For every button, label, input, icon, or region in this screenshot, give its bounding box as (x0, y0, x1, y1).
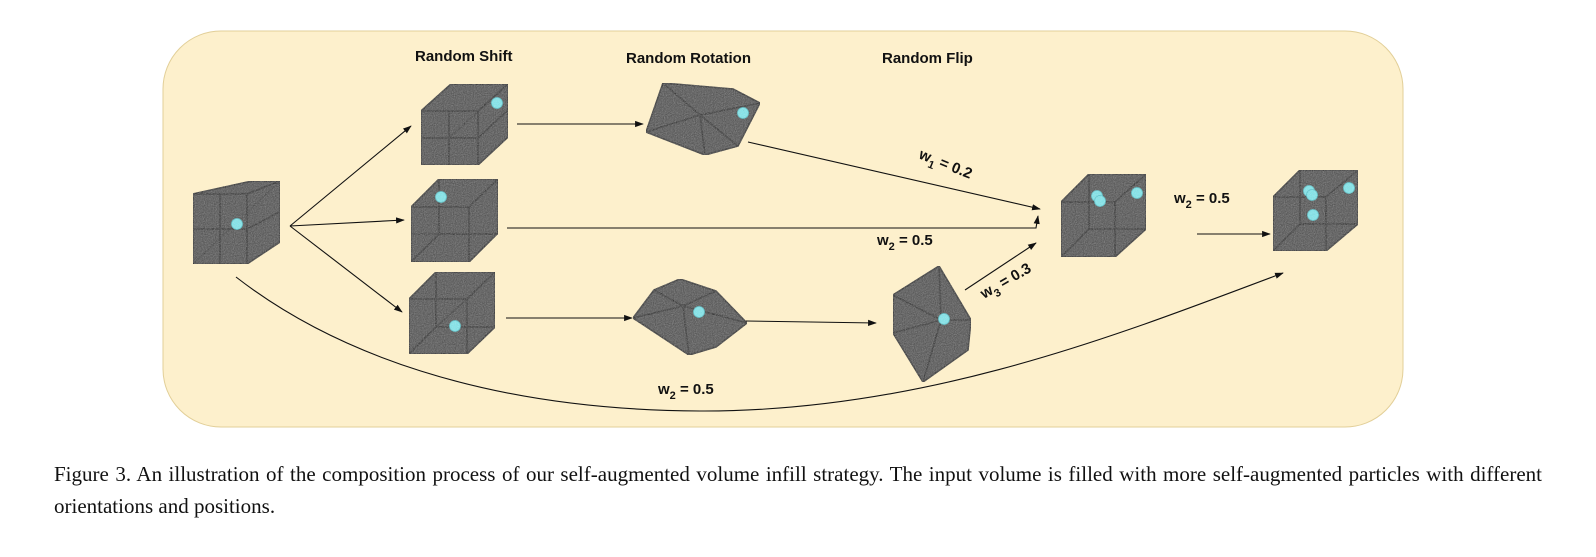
header-random-rotation: Random Rotation (626, 50, 751, 67)
input-cube (192, 180, 281, 265)
arrow-input-to-shift-top (289, 125, 412, 227)
final-cube (1272, 169, 1359, 252)
particle (1307, 209, 1319, 221)
particle (449, 320, 461, 332)
particle (1306, 189, 1318, 201)
arrow-rotation-to-composite (747, 141, 1041, 211)
particle (1131, 187, 1143, 199)
particle (693, 306, 705, 318)
figure-caption: Figure 3. An illustration of the composi… (54, 462, 1542, 518)
rotation-cube-top (645, 82, 761, 156)
arrow-shift-middle-to-composite (507, 215, 1040, 229)
particle (938, 313, 950, 325)
flip-cube (892, 265, 972, 383)
weight-label-w2-bottom: w2 = 0.5 (657, 381, 714, 402)
shift-cube-middle (410, 178, 499, 263)
particle (1343, 182, 1355, 194)
particle (1094, 195, 1106, 207)
particle (737, 107, 749, 119)
diagram-panel (162, 30, 1404, 428)
particle (435, 191, 447, 203)
arrow-rotation-to-flip (745, 319, 877, 326)
arrow-flip-to-composite (964, 242, 1037, 291)
arrow-input-to-shift-middle (289, 217, 405, 227)
weight-label-w2-final: w2 = 0.5 (1173, 190, 1230, 211)
shift-cube-bottom (408, 271, 496, 355)
weight-label-w2-middle: w2 = 0.5 (876, 232, 933, 253)
header-random-shift: Random Shift (415, 48, 513, 65)
particle (231, 218, 243, 230)
header-random-flip: Random Flip (882, 50, 973, 67)
composite-cube (1060, 173, 1147, 258)
particle (491, 97, 503, 109)
arrow-input-to-final-curve (235, 272, 1284, 412)
arrow-input-to-shift-bottom (289, 225, 403, 313)
rotation-cube-bottom (632, 278, 748, 356)
shift-cube-top (420, 83, 509, 166)
composition-diagram: Random Shift Random Rotation Random Flip (162, 30, 1404, 428)
